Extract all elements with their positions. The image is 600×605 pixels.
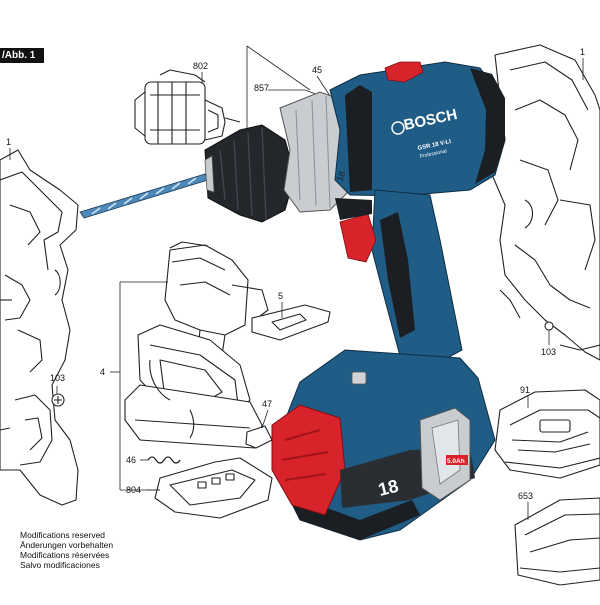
drill-bit <box>79 169 225 219</box>
capacity-badge <box>446 455 468 465</box>
charger-part <box>514 497 600 586</box>
label-part-46: 46 <box>126 455 137 465</box>
label-part-45: 45 <box>312 65 323 75</box>
label-part-47: 47 <box>262 399 273 409</box>
model-sub-text: Professional <box>419 148 447 160</box>
right-housing-half <box>489 44 600 361</box>
label-part-857: 857 <box>254 83 270 93</box>
spring-part <box>147 456 181 464</box>
battery-capacity: 5.0Ah <box>447 458 465 465</box>
figure-tag: /Abb. 1 <box>0 48 44 63</box>
modifications-notice: Modifications reserved Änderungen vorbeh… <box>20 530 113 570</box>
collar-mark: 18 <box>334 170 347 183</box>
brand-emblem <box>391 121 405 135</box>
notice-line: Salvo modificaciones <box>20 560 100 570</box>
screw-left-part <box>51 393 65 407</box>
label-part-802: 802 <box>193 61 209 71</box>
spare-battery-part <box>494 389 600 479</box>
label-part-653: 653 <box>518 491 534 501</box>
label-part-103-left: 103 <box>50 373 66 383</box>
left-housing-half <box>0 149 79 506</box>
label-part-804: 804 <box>126 485 142 495</box>
slider-part <box>251 304 331 341</box>
label-part-103-right: 103 <box>541 347 557 357</box>
notice-line: Änderungen vorbehalten <box>20 540 114 550</box>
notice-line: Modifications reserved <box>20 530 106 540</box>
drill-body <box>204 61 506 541</box>
motor-part <box>134 69 241 145</box>
label-part-91: 91 <box>520 385 531 395</box>
battery-voltage: 18 <box>376 476 400 500</box>
label-part-1-right: 1 <box>580 47 586 57</box>
label-part-4: 4 <box>100 367 106 377</box>
notice-line: Modifications réservées <box>20 550 110 560</box>
switch-assembly-part <box>124 241 269 449</box>
label-part-1-left: 1 <box>6 137 12 147</box>
label-part-5: 5 <box>278 291 284 301</box>
contact-plate-part <box>154 457 273 519</box>
